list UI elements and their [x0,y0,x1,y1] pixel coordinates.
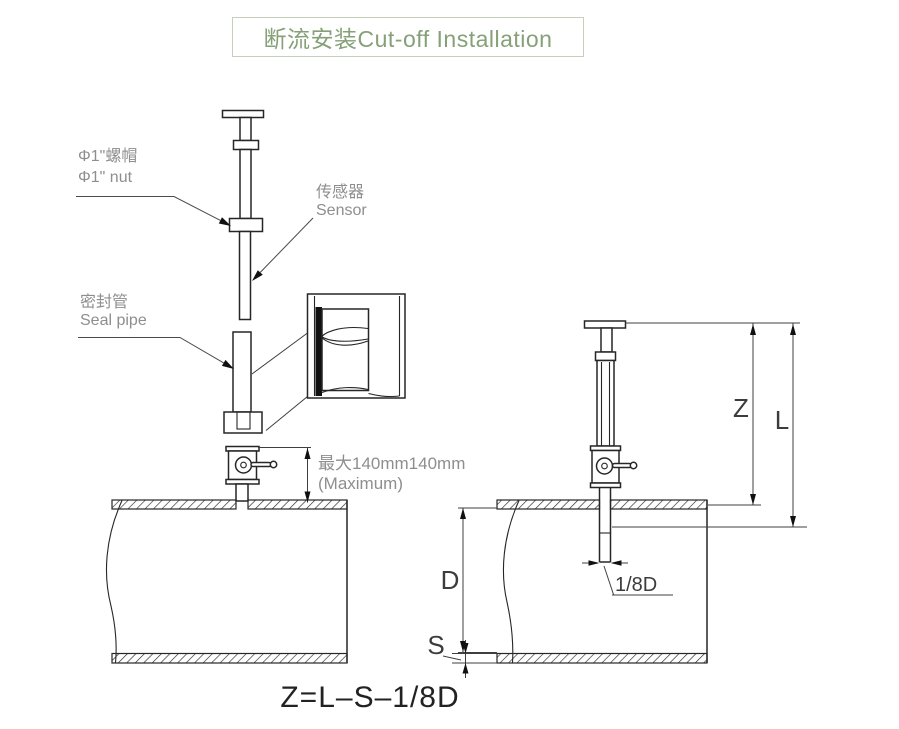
pipe-wall-top-right-segment [247,499,348,510]
z-arrow-bottom [750,494,756,505]
d-arrow-top [460,508,466,519]
d-dimension-label: D [441,565,460,595]
valve-ball-center [240,461,247,469]
max-height-dimension: 最大140mm140mm (Maximum) [258,447,465,503]
eighth-d-arrow-right [610,560,622,566]
nut-leader-arrowhead [218,217,231,226]
drawing-title: 断流安装Cut-off Installation [263,26,553,52]
valve-handle-installed [611,462,633,469]
pipe2-wall-bottom [496,652,708,664]
ball-valve-left [225,445,278,502]
pipe-right [496,499,708,664]
seal-pipe-callout: 密封管 Seal pipe [78,293,234,369]
upper-nut [232,139,260,151]
pipe2-wall-top-right-segment [609,499,708,510]
detail-tube-bottom-curve [321,386,369,394]
seal-pipe-label-en: Seal pipe [80,312,147,329]
valve-ball-center-installed [601,462,608,470]
max-height-label-value: 最大140mm140mm [318,454,465,473]
z-l-dimensions: Z L [612,322,807,528]
s-dimension-label: S [427,630,444,660]
one-inch-nut [228,217,264,233]
sensor-leader-line [259,217,314,273]
installation-formula: Z=L–S–1/8D [280,681,460,714]
t-handle-installed [583,320,627,329]
sensor-rod [238,230,252,321]
seal-pipe-leader-line [78,337,224,364]
detail-inner-tube [321,308,370,392]
valve-handle-knob-installed [629,461,638,470]
drawing-title-box: 断流安装Cut-off Installation [232,17,584,57]
valve-stub [235,483,249,502]
d-dimension: D [441,507,497,653]
ball-valve-right [589,445,638,489]
nut-callout: Φ1"螺帽 Φ1" nut [76,147,231,226]
l-arrow-top [790,324,796,335]
s-dimension: S [427,630,497,678]
detail-corner-curve [368,392,400,398]
eighth-d-leader-line [603,565,614,595]
valve-ball-installed [595,457,614,475]
s-arrow-up [462,663,469,674]
valve-bottom-flange-installed [589,482,622,489]
seal-pipe-label-cn: 密封管 [80,293,128,311]
seal-pipe-part [232,331,252,413]
exploded-assembly [221,109,278,502]
valve-handle-knob [269,460,278,469]
pipe2-break-line [502,500,520,664]
max-dim-arrow-bottom [304,491,311,503]
eighth-d-dimension: 1/8D [582,560,673,596]
z-dimension-label: Z [733,393,749,423]
installed-assembly [583,320,638,563]
pipe-wall-top-left-segment [111,499,237,510]
nut-label-cn: Φ1"螺帽 [78,147,137,165]
detail-inset [251,293,406,431]
z-arrow-top [750,324,756,335]
pipe-break-line [105,500,123,664]
detail-callout-line-top [251,332,308,375]
nut-installed [594,351,617,362]
detail-sensor-lens-upper [320,327,369,342]
pipe-wall-bottom [111,652,348,664]
l-dimension-label: L [775,405,789,435]
max-dim-arrow-top [304,448,311,459]
seal-pipe-leader-arrowhead [221,359,234,369]
sensor-label-en: Sensor [316,202,367,219]
sensor-leader-arrowhead [252,270,263,281]
max-height-label-unit: (Maximum) [318,474,403,493]
nut-label-en: Φ1" nut [78,169,133,186]
eighth-d-arrow-left [588,560,600,566]
valve-ball [234,456,253,474]
pipe2-wall-top-left-segment [496,499,601,510]
detail-sensor-lens-lower [321,337,369,346]
handle-stem [239,116,252,142]
upper-rod [239,148,252,220]
s-leader-line [442,655,462,661]
detail-callout-line-bottom [265,396,308,431]
sensor-label-cn: 传感器 [316,183,364,201]
s-arrow-down [462,643,469,654]
detail-seal-gasket [315,307,322,396]
eighth-d-label: 1/8D [615,574,657,596]
collar-bore [236,411,251,430]
l-arrow-bottom [790,516,796,527]
sensor-callout: 传感器 Sensor [252,183,367,281]
valve-handle [250,461,272,468]
t-handle [221,109,265,119]
handle-stem-installed [600,327,613,353]
nut-leader-line [76,196,221,221]
seal-pipe-collar [223,411,263,434]
seal-pipe-installed [596,359,615,447]
pipe-left [105,499,348,664]
